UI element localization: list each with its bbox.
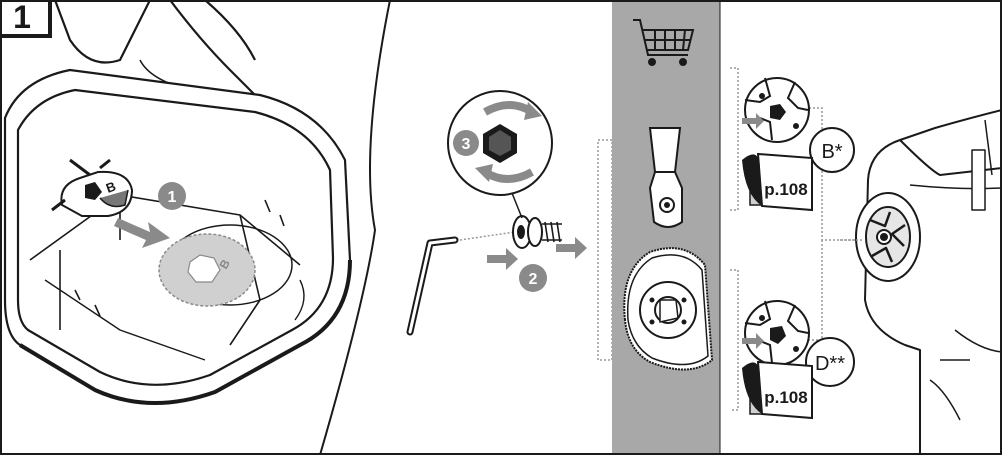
multitool-head	[856, 110, 1002, 455]
tighten-callout: 3	[448, 91, 552, 218]
stored-disc: B	[159, 234, 255, 306]
accessories-band	[612, 0, 720, 455]
step-marker-2: 2	[519, 264, 547, 292]
page-ref-d: p.108	[764, 388, 807, 407]
step-number-box: 1	[0, 0, 50, 36]
manual-ref-d: p.108	[742, 362, 812, 418]
guide-line	[460, 232, 515, 240]
push-arrow-left	[487, 248, 518, 270]
bracket-d	[730, 270, 738, 410]
adapter-d-label-bubble: D**	[806, 338, 854, 386]
marker-two: 2	[529, 271, 538, 288]
adapters-panel: B* p.108 D** p.108	[730, 68, 1002, 455]
adapter-b-label-bubble: B*	[810, 128, 854, 172]
hex-key	[410, 240, 455, 332]
plunge-blade	[650, 128, 682, 227]
adapter-b	[742, 78, 809, 142]
marker-one: 1	[168, 189, 177, 206]
segment-blade	[624, 248, 712, 369]
step-number: 1	[13, 0, 31, 35]
manual-ref-b: p.108	[742, 154, 812, 210]
page-ref-b: p.108	[764, 180, 807, 199]
adapter-b-label: B*	[821, 141, 842, 163]
adapter-d	[742, 301, 809, 365]
bracket-b	[730, 68, 738, 210]
bracket-left	[598, 140, 612, 360]
screw-assembly	[513, 216, 562, 248]
step-marker-1: 1	[158, 182, 186, 210]
adapter-d-label: D**	[815, 353, 845, 375]
marker-three: 3	[462, 136, 471, 153]
fastening-panel: 2 3	[410, 91, 612, 360]
storage-drawer-panel: B 1 B 1	[0, 0, 350, 403]
